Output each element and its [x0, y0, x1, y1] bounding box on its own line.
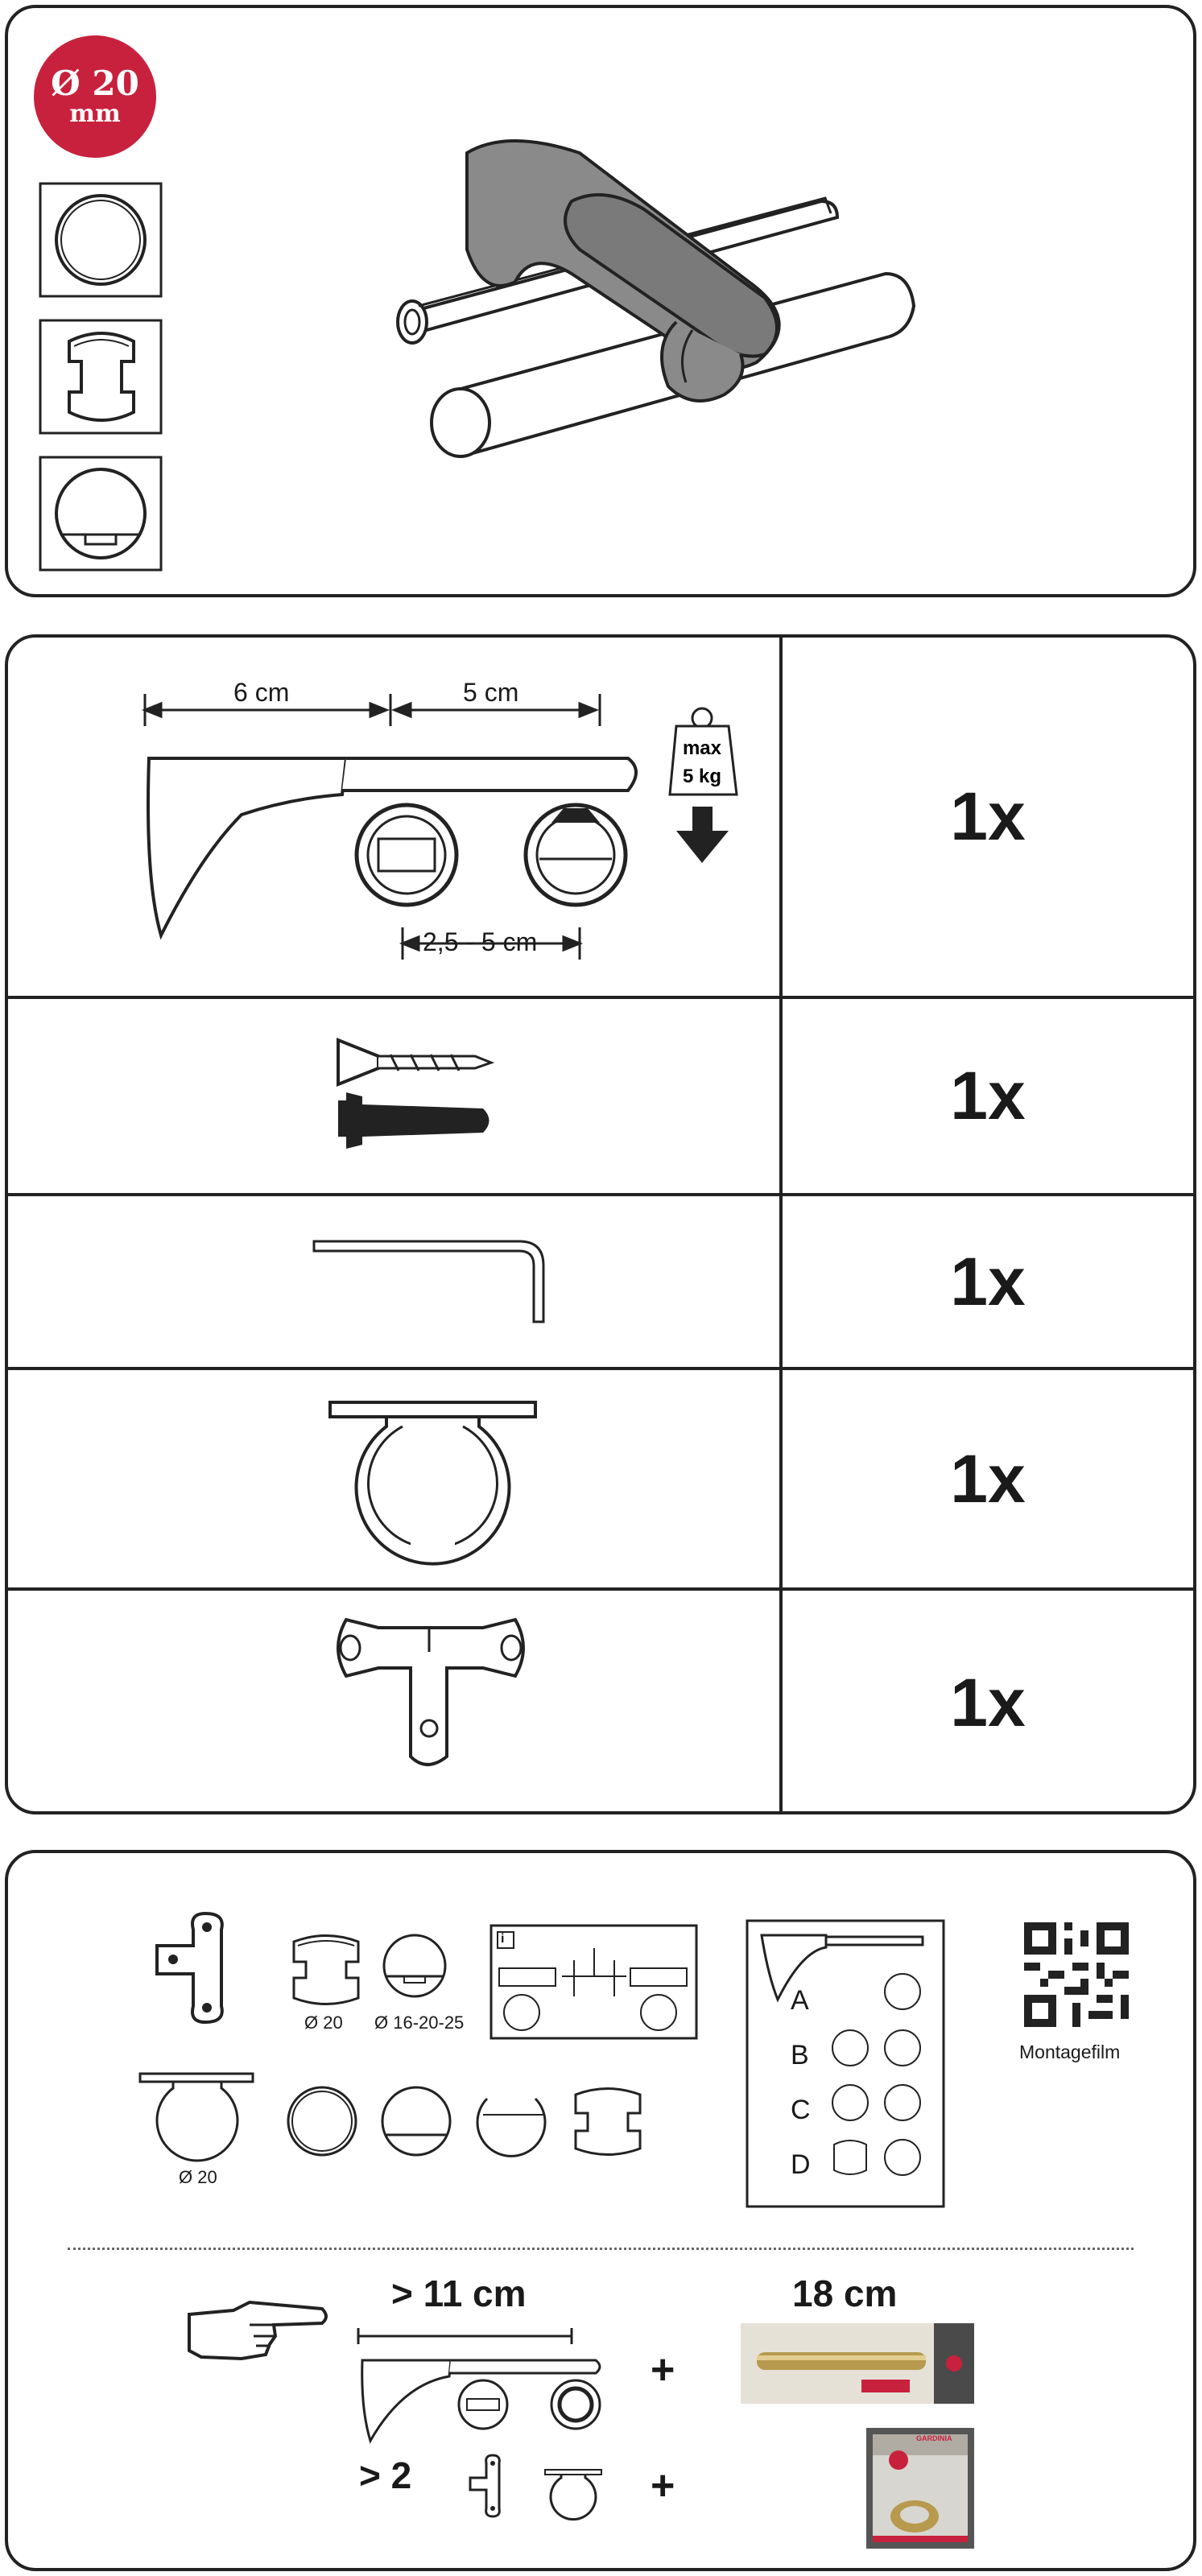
plus-2: + — [651, 2462, 675, 2509]
dimension-lines — [141, 694, 601, 960]
row-divider — [8, 1587, 1193, 1591]
connector-small-icon — [155, 1911, 224, 2025]
connector-plate-icon — [337, 1617, 525, 1766]
screw-dowel-icon — [337, 1038, 495, 1149]
down-arrow-icon — [676, 807, 729, 863]
diameter-badge: Ø 20 mm — [34, 35, 156, 158]
qr-code-icon[interactable] — [1024, 1922, 1129, 2027]
plus-1: + — [651, 2347, 675, 2393]
dim-6cm: 6 cm — [233, 678, 290, 707]
product-overview-panel: Ø 20 mm — [5, 5, 1196, 597]
dim-range: 2,5 - 5 cm — [423, 927, 538, 956]
small-parts-icons — [469, 2454, 602, 2521]
qty-screw: 1x — [950, 1058, 1026, 1133]
compat-table-frame — [746, 1919, 945, 2208]
double-profile-icon — [39, 319, 163, 435]
compatibility-panel: Ø 20 Ø 16-20-25 i A B C D Montagefi — [5, 1850, 1196, 2571]
badge-diameter: Ø 20 — [51, 64, 139, 104]
info-box — [489, 1924, 698, 2040]
bracket-illustration — [396, 139, 916, 458]
row-b: B — [791, 2040, 809, 2070]
label-d20-ceiling: Ø 20 — [179, 2167, 217, 2187]
row-divider — [8, 1193, 1193, 1196]
profile-icons — [39, 182, 163, 572]
ext-label: 18 cm — [792, 2273, 898, 2314]
mounted-bracket-icon — [357, 2328, 601, 2444]
pointing-hand-icon — [188, 2300, 328, 2361]
info-icon: i — [501, 1932, 505, 1946]
row-divider — [8, 996, 1193, 999]
slotted-profile-icon — [39, 456, 163, 572]
ceiling-holder-icon — [328, 1401, 537, 1566]
qty-ceiling-holder: 1x — [950, 1440, 1026, 1517]
label-d16: Ø 16-20-25 — [374, 2013, 465, 2033]
column-divider — [779, 638, 783, 1811]
parts-list-panel: max 5 kg 6 cm 5 cm 2,5 - 5 cm 1x 1x 1x 1… — [5, 634, 1196, 1814]
round-profile-icon — [39, 182, 163, 298]
row-a: A — [791, 1985, 809, 2016]
grey-holder — [465, 139, 781, 402]
bracket-arm — [147, 757, 349, 940]
profile-d16-icon — [382, 1934, 447, 1998]
extension-product-photo — [741, 2323, 974, 2404]
weight-kg: 5 kg — [683, 766, 721, 787]
row-divider — [8, 1367, 1193, 1370]
badge-unit: mm — [69, 100, 121, 129]
ceiling-holder-small-icon — [138, 2072, 254, 2162]
profile-row-icons — [287, 2086, 642, 2157]
qr-caption: Montagefilm — [1019, 2041, 1121, 2062]
weight-icon — [668, 707, 738, 796]
label-d20: Ø 20 — [304, 2013, 343, 2033]
rod-holder-ring-2 — [523, 803, 628, 907]
row-d: D — [791, 2149, 811, 2180]
weight-max: max — [683, 737, 722, 759]
qty-bracket: 1x — [950, 778, 1026, 854]
dist-label: > 11 cm — [391, 2273, 527, 2314]
brand-label: GARDINIA — [916, 2434, 952, 2442]
count-label: > 2 — [359, 2454, 412, 2496]
hex-key-icon — [312, 1240, 545, 1323]
qty-hex-key: 1x — [950, 1243, 1026, 1319]
dotted-divider — [68, 2248, 1134, 2250]
dim-5cm: 5 cm — [463, 678, 519, 707]
bracket-diagram: max 5 kg — [141, 694, 738, 960]
row-c: C — [791, 2095, 811, 2125]
profile-d20-icon — [292, 1934, 360, 2005]
qty-connector: 1x — [950, 1664, 1026, 1740]
adapter-product-photo — [866, 2428, 974, 2549]
rod-holder-ring-1 — [354, 803, 459, 907]
